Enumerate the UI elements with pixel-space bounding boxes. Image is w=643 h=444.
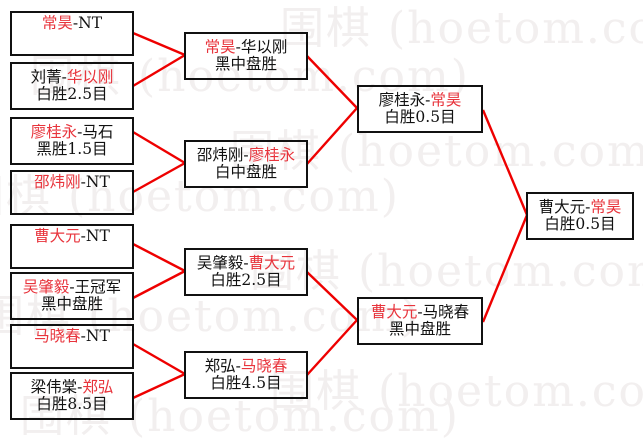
pair-dash: - [425, 91, 431, 110]
player-right: 华以刚 [66, 68, 114, 87]
player-right: NT [78, 14, 103, 32]
watermark-text: 围棋 (hoetom.com) [230, 126, 643, 177]
match-box-r2m4[interactable]: 郑弘-马晓春 白胜4.5目 [184, 351, 308, 399]
match-pairing: 曹大元-NT [34, 228, 110, 245]
match-box-final[interactable]: 曹大元-常昊 白胜0.5目 [526, 192, 634, 240]
match-pairing: 常昊-NT [42, 15, 102, 32]
match-result: 黑中盘胜 [40, 295, 103, 313]
match-result: 白胜8.5目 [36, 395, 108, 413]
match-pairing: 廖桂永-常昊 [379, 92, 462, 109]
pair-dash: - [72, 14, 79, 32]
pair-dash: - [61, 68, 67, 87]
pair-dash: - [77, 378, 83, 397]
player-left: 廖桂永 [30, 123, 78, 142]
match-box-r3m2[interactable]: 曹大元-马晓春 黑中盘胜 [357, 297, 483, 345]
match-pairing: 刘菁-华以刚 [31, 69, 114, 86]
player-right: 郑弘 [82, 378, 114, 397]
match-box-r3m1[interactable]: 廖桂永-常昊 白胜0.5目 [357, 85, 483, 133]
match-pairing: 常昊-华以刚 [205, 39, 288, 56]
match-box-r1m7[interactable]: 马晓春-NT [10, 324, 134, 369]
match-pairing: 吴肇毅-曹大元 [197, 255, 295, 272]
player-left: 邵炜刚 [34, 173, 81, 191]
match-box-r1m3[interactable]: 廖桂永-马石 黑胜1.5目 [10, 117, 134, 165]
player-left: 邵炜刚 [196, 146, 244, 165]
player-right: 马石 [82, 123, 114, 142]
pair-dash: - [77, 123, 83, 142]
match-pairing: 马晓春-NT [34, 328, 110, 345]
pair-dash: - [235, 357, 241, 376]
player-right: 华以刚 [240, 38, 288, 57]
player-left: 吴肇毅 [22, 278, 70, 297]
match-result: 黑中盘胜 [214, 55, 277, 73]
player-left: 梁伟棠 [30, 378, 78, 397]
match-result: 白中盘胜 [214, 163, 277, 181]
match-pairing: 吴肇毅-王冠军 [23, 279, 121, 296]
match-pairing: 廖桂永-马石 [31, 124, 114, 141]
match-result: 白胜2.5目 [210, 271, 282, 289]
player-right: 王冠军 [74, 278, 122, 297]
match-result: 白胜0.5目 [544, 215, 616, 233]
player-right: 常昊 [590, 198, 622, 217]
pair-dash: - [243, 254, 249, 273]
match-pairing: 曹大元-马晓春 [371, 304, 469, 321]
match-pairing: 邵炜刚-廖桂永 [197, 147, 295, 164]
player-right: 曹大元 [248, 254, 296, 273]
player-left: 常昊 [41, 14, 73, 32]
match-box-r2m3[interactable]: 吴肇毅-曹大元 白胜2.5目 [184, 248, 308, 296]
pair-dash: - [69, 278, 75, 297]
match-result: 白胜0.5目 [384, 108, 456, 126]
connector-r1m3-r2m2 [132, 130, 186, 165]
player-right: NT [85, 173, 110, 191]
player-left: 刘菁 [30, 68, 62, 87]
match-box-r1m6[interactable]: 吴肇毅-王冠军 黑中盘胜 [10, 272, 134, 320]
player-right: 常昊 [430, 91, 462, 110]
match-result: 白胜2.5目 [36, 85, 108, 103]
player-right: NT [85, 327, 110, 345]
player-left: 曹大元 [34, 227, 81, 245]
match-box-r1m5[interactable]: 曹大元-NT [10, 224, 134, 269]
watermark-text: 围棋 (hoetom.com) [280, 3, 643, 54]
pair-dash: - [417, 303, 423, 322]
match-pairing: 梁伟棠-郑弘 [31, 379, 114, 396]
player-right: NT [85, 227, 110, 245]
player-left: 郑弘 [204, 357, 236, 376]
connector-r1m5-r2m3 [132, 242, 186, 273]
pair-dash: - [80, 327, 86, 345]
player-left: 常昊 [204, 38, 236, 57]
match-box-r1m8[interactable]: 梁伟棠-郑弘 白胜8.5目 [10, 372, 134, 420]
match-box-r2m1[interactable]: 常昊-华以刚 黑中盘胜 [184, 32, 308, 80]
watermark-text: 围棋 (hoetom.com) [250, 246, 643, 297]
pair-dash: - [235, 38, 241, 57]
player-left: 廖桂永 [378, 91, 426, 110]
watermark-text: 围棋 (hoetom.com) [270, 366, 643, 417]
pair-dash: - [585, 198, 591, 217]
player-left: 曹大元 [538, 198, 586, 217]
player-right: 马晓春 [422, 303, 470, 322]
connector-r1m7-r2m4 [132, 342, 186, 376]
player-left: 马晓春 [34, 327, 81, 345]
match-box-r1m1[interactable]: 常昊-NT [10, 11, 134, 56]
player-left: 曹大元 [370, 303, 418, 322]
match-result: 白胜4.5目 [210, 374, 282, 392]
player-right: 马晓春 [240, 357, 288, 376]
match-pairing: 邵炜刚-NT [34, 174, 110, 191]
match-pairing: 曹大元-常昊 [539, 199, 622, 216]
pair-dash: - [80, 227, 86, 245]
match-box-r1m4[interactable]: 邵炜刚-NT [10, 170, 134, 215]
match-box-r2m2[interactable]: 邵炜刚-廖桂永 白中盘胜 [184, 140, 308, 188]
pair-dash: - [243, 146, 249, 165]
match-pairing: 郑弘-马晓春 [205, 358, 288, 375]
match-result: 黑中盘胜 [388, 320, 451, 338]
player-right: 廖桂永 [248, 146, 296, 165]
player-left: 吴肇毅 [196, 254, 244, 273]
pair-dash: - [80, 173, 86, 191]
watermark-text: 围棋 (hoetom.com) [30, 51, 470, 102]
match-result: 黑胜1.5目 [36, 140, 108, 158]
tournament-bracket: 围棋 (hoetom.com) 围棋 (hoetom.com) 围棋 (hoet… [0, 3, 643, 442]
match-box-r1m2[interactable]: 刘菁-华以刚 白胜2.5目 [10, 62, 134, 110]
